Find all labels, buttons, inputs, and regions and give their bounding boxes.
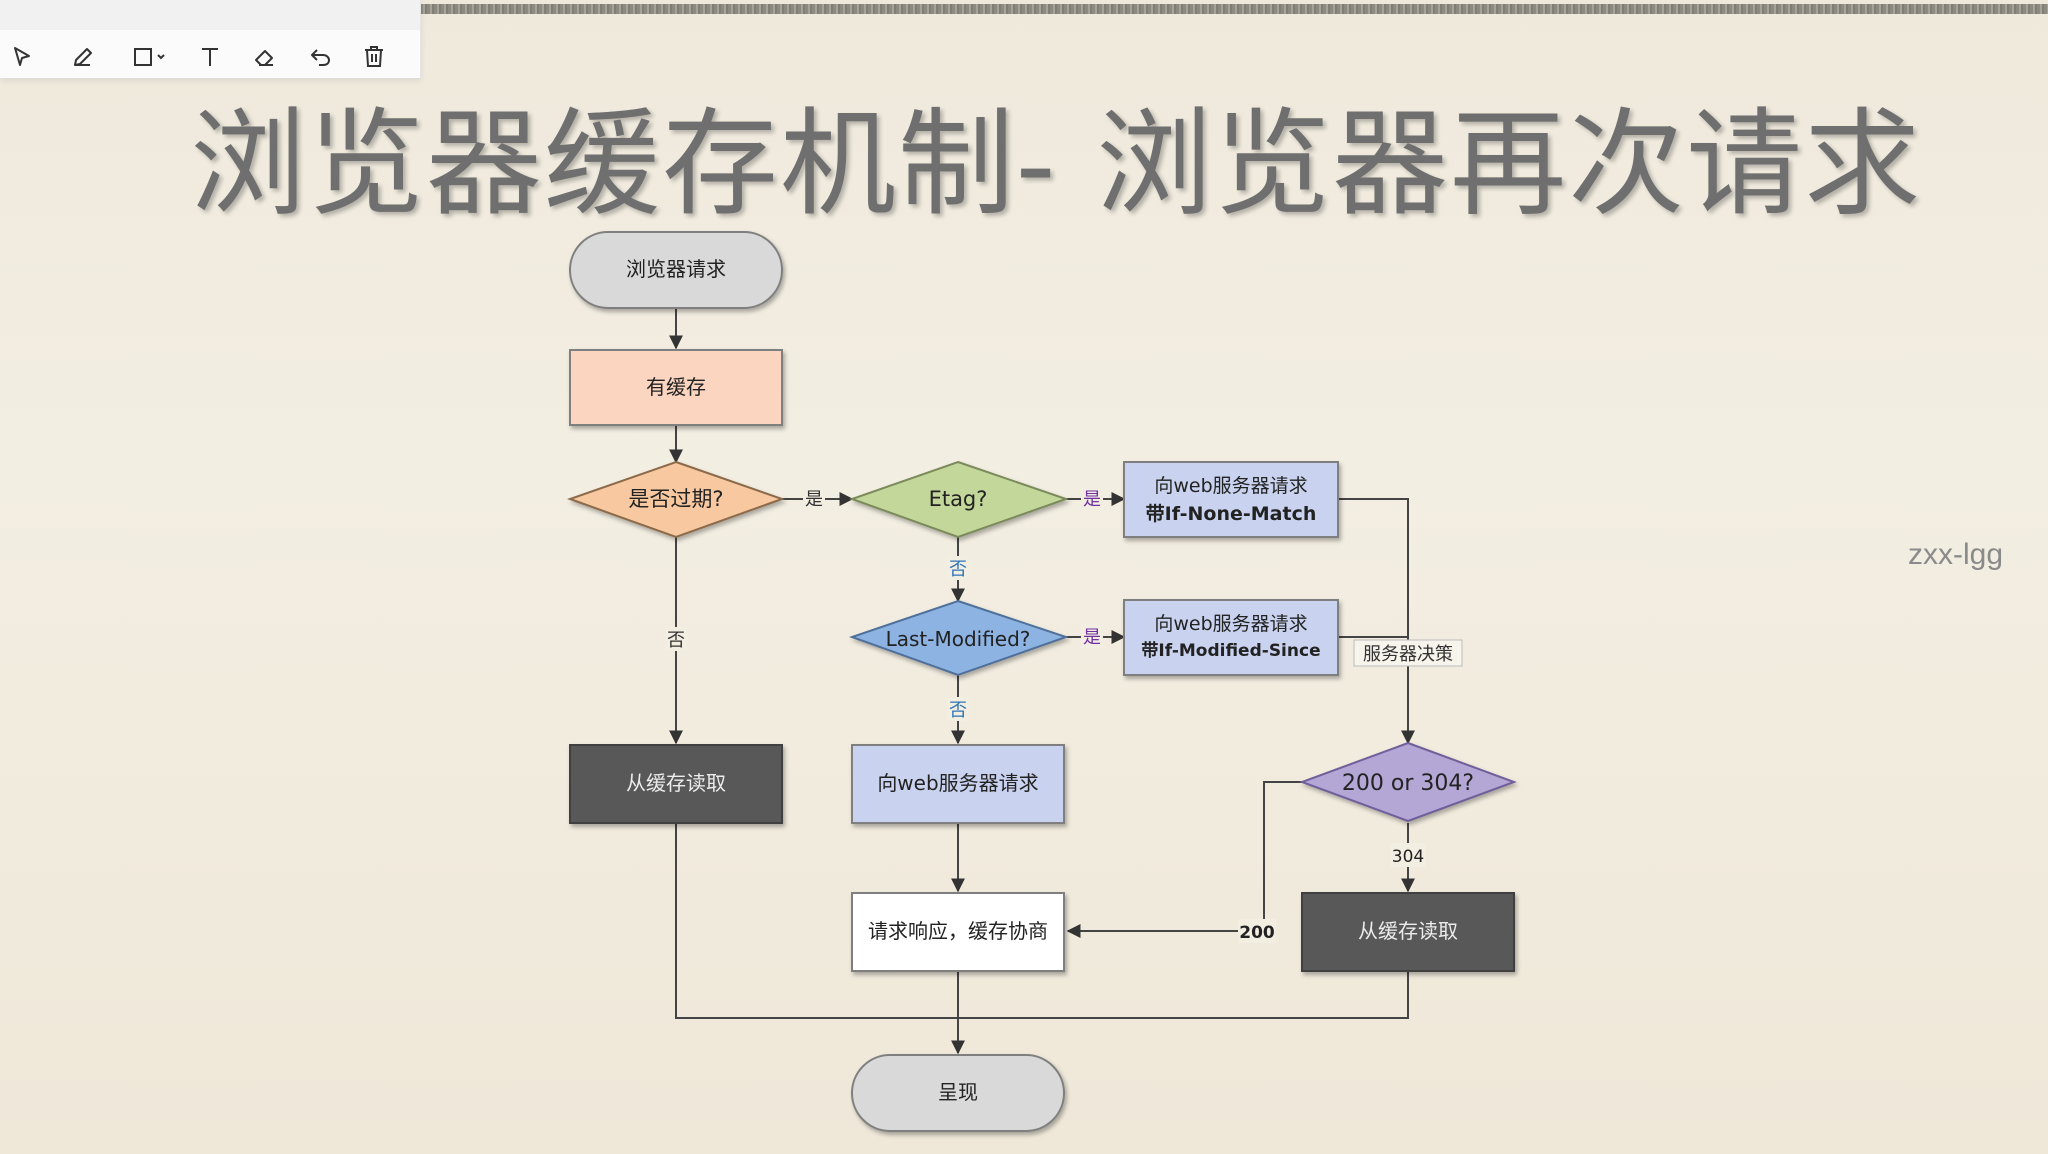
read-cache-right-node: 从缓存读取 xyxy=(1301,892,1515,972)
status-code-decision: 200 or 304? xyxy=(1299,741,1517,823)
select-tool-button[interactable] xyxy=(6,40,40,74)
annotation-toolbar xyxy=(0,0,421,79)
render-node: 呈现 xyxy=(851,1054,1065,1132)
label-lm-yes: 是 xyxy=(1083,627,1101,648)
etag-decision: Etag? xyxy=(849,460,1070,539)
toolbar-drag-strip[interactable] xyxy=(0,0,420,30)
undo-tool-button[interactable] xyxy=(304,40,338,74)
svg-text:呈现: 呈现 xyxy=(938,1080,978,1104)
read-cache-left-node: 从缓存读取 xyxy=(569,744,783,824)
eraser-tool-button[interactable] xyxy=(248,40,282,74)
svg-text:向web服务器请求: 向web服务器请求 xyxy=(1154,475,1307,497)
svg-text:有缓存: 有缓存 xyxy=(646,375,706,399)
slide-top-border xyxy=(420,4,2048,14)
svg-text:带If-Modified-Since: 带If-Modified-Since xyxy=(1141,640,1320,661)
trash-icon xyxy=(365,46,383,67)
edge-bottom-merge xyxy=(675,823,1409,1019)
pen-tool-button[interactable] xyxy=(66,40,100,74)
label-etag-no: 否 xyxy=(949,559,967,580)
cursor-arrow-icon xyxy=(14,47,30,66)
if-none-match-node: 向web服务器请求 带If-None-Match xyxy=(1123,461,1339,538)
label-code-304: 304 xyxy=(1392,847,1424,867)
svg-text:200 or 304?: 200 or 304? xyxy=(1342,771,1474,796)
text-tool-button[interactable] xyxy=(193,40,227,74)
has-cache-node: 有缓存 xyxy=(569,349,783,426)
slide-title: 浏览器缓存机制- 浏览器再次请求 xyxy=(190,97,1923,232)
shape-tool-button[interactable] xyxy=(126,40,176,74)
pencil-icon xyxy=(74,48,92,66)
if-modified-since-node: 向web服务器请求 带If-Modified-Since xyxy=(1123,599,1339,676)
eraser-icon xyxy=(255,50,273,66)
clear-tool-button[interactable] xyxy=(357,40,391,74)
expired-decision: 是否过期? xyxy=(567,460,785,539)
text-T-icon xyxy=(202,48,218,66)
label-expired-no: 否 xyxy=(667,630,685,651)
edge-status-200 xyxy=(1066,781,1302,938)
label-lm-no: 否 xyxy=(949,700,967,721)
start-node: 浏览器请求 xyxy=(569,231,783,309)
svg-text:是否过期?: 是否过期? xyxy=(628,487,723,511)
svg-text:向web服务器请求: 向web服务器请求 xyxy=(877,771,1038,795)
edge-inm-to-status xyxy=(1338,498,1415,745)
svg-text:Last-Modified?: Last-Modified? xyxy=(886,627,1031,651)
svg-text:请求响应，缓存协商: 请求响应，缓存协商 xyxy=(868,919,1048,943)
label-expired-yes: 是 xyxy=(805,489,823,510)
edge-labels: 是 是 否 是 否 否 服务器决策 304 200 xyxy=(665,486,1463,943)
rectangle-dropdown-icon xyxy=(134,48,165,66)
response-negotiate-node: 请求响应，缓存协商 xyxy=(851,892,1065,972)
svg-text:Etag?: Etag? xyxy=(929,487,988,511)
svg-text:从缓存读取: 从缓存读取 xyxy=(626,771,726,795)
label-code-200: 200 xyxy=(1239,923,1275,943)
undo-icon xyxy=(311,49,330,66)
svg-text:从缓存读取: 从缓存读取 xyxy=(1358,919,1458,943)
svg-text:带If-None-Match: 带If-None-Match xyxy=(1146,503,1317,525)
svg-text:向web服务器请求: 向web服务器请求 xyxy=(1154,613,1307,635)
svg-text:浏览器请求: 浏览器请求 xyxy=(626,257,726,281)
label-etag-yes: 是 xyxy=(1083,489,1101,510)
label-server-decision: 服务器决策 xyxy=(1363,644,1453,665)
last-modified-decision: Last-Modified? xyxy=(848,599,1070,677)
request-server-node: 向web服务器请求 xyxy=(851,744,1065,824)
watermark-text: zxx-lgg xyxy=(1908,538,2004,571)
